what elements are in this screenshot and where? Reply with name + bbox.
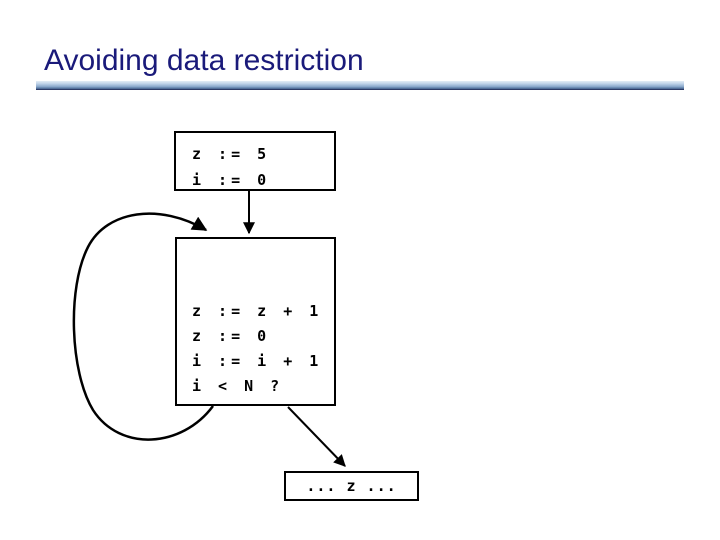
code-line-loop-cond: i < N ? xyxy=(192,377,284,395)
code-line-init-i: i := 0 xyxy=(192,171,271,189)
code-line-loop-z-inc: z := z + 1 xyxy=(192,302,323,320)
code-line-init-z: z := 5 xyxy=(192,145,271,163)
code-line-result: ... z ... xyxy=(306,477,397,495)
title-underline-bar xyxy=(36,81,684,90)
code-line-loop-z-reset: z := 0 xyxy=(192,327,271,345)
arrow-loop-to-result xyxy=(287,406,346,467)
code-line-loop-i-inc: i := i + 1 xyxy=(192,352,323,370)
slide-title: Avoiding data restriction xyxy=(44,44,364,77)
loop-box: z := z + 1 z := 0 i := i + 1 i < N ? xyxy=(175,237,336,406)
result-box: ... z ... xyxy=(284,471,419,501)
init-box: z := 5 i := 0 xyxy=(174,131,336,191)
